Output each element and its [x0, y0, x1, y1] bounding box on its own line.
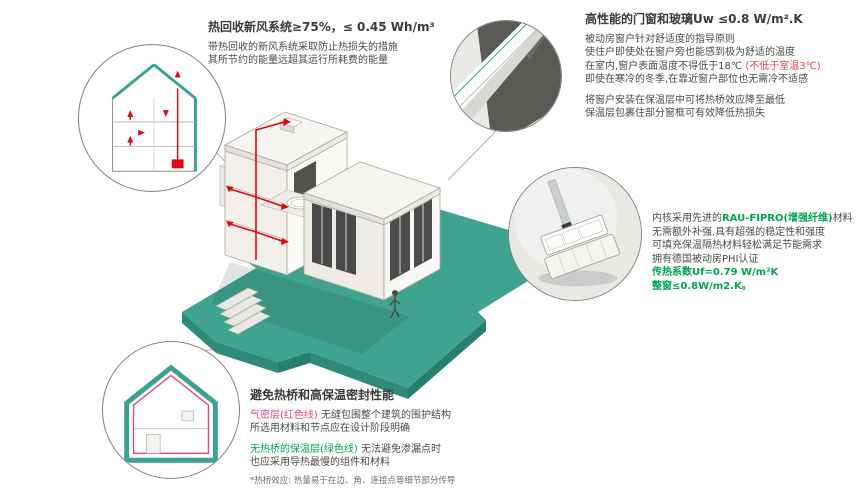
thermal-line-1: 气密层(红色线) 无缝包围整个建筑的围护结构	[250, 409, 451, 421]
red-ventilation-ducts	[226, 118, 291, 260]
windows-line-4: 即使在寒冷的冬季,在靠近窗户部位也无需冷不适感	[585, 74, 809, 86]
person-figure	[389, 290, 401, 319]
stairs	[215, 287, 271, 335]
duct-arrows	[226, 118, 291, 245]
thermal-callout-circle	[102, 341, 240, 479]
thermal-line-4: 也应采用导热最慢的组件和材料	[250, 457, 390, 469]
airflow-arrows	[127, 70, 181, 143]
thermal-bridge-footnote: *热桥效应: 热量易于在边、角、连接点等细节部分传导	[250, 475, 456, 486]
profile-text-block: 内核采用先进的RAU-FIPRO(增强纤维)材料 无需额外补强,具有超强的稳定性…	[652, 212, 865, 293]
window-profile-icon	[509, 168, 641, 300]
windows-line-5: 将窗户安装在保温层中可将热桥效应降至最低	[585, 94, 785, 106]
hrv-line-2: 其所节约的能量远超其运行所耗费的能量	[208, 55, 388, 67]
thermal-title: 避免热桥和高保温密封性能	[250, 388, 395, 402]
profile-line-4: 拥有德国被动房PHI认证	[652, 253, 759, 265]
profile-line-2: 无需额外补强,具有超强的稳定性和强度	[652, 226, 826, 238]
hrv-title: 热回收新风系统≥75%，≤ 0.45 Wh/m³	[208, 20, 435, 34]
window-corner-callout-circle	[450, 20, 562, 132]
windows-text-block: 高性能的门窗和玻璃Uw ≤0.8 W/m².K 被动房窗户针对舒适度的指导原则 …	[585, 12, 860, 121]
windows-title: 高性能的门窗和玻璃Uw ≤0.8 W/m².K	[585, 12, 803, 26]
uw-value: 整窗≤0.8W/m2.K。	[652, 280, 752, 292]
thermal-text-block: 避免热桥和高保温密封性能 气密层(红色线) 无缝包围整个建筑的围护结构 所选用材…	[250, 388, 555, 487]
thermal-line-2: 所选用材料和节点应在设计阶段明确	[250, 423, 410, 435]
window-profile-callout-circle	[508, 167, 642, 301]
airtight-layer-red	[132, 374, 210, 455]
hrv-callout-circle	[78, 44, 226, 192]
windows-line-1: 被动房窗户针对舒适度的指导原则	[585, 33, 735, 45]
window-corner-photo-icon	[451, 21, 561, 131]
temperature-note-red: (不低于室温3℃)	[745, 60, 821, 72]
hrv-duct	[129, 88, 179, 168]
insulated-house-icon	[114, 364, 228, 463]
windows-line-2: 使住户即使处在窗户旁也能感到极为舒适的温度	[585, 47, 795, 59]
hrv-house-section-icon	[111, 63, 197, 172]
windows-line-3: 在室内,窗户表面温度不得低于18℃ (不低于室温3℃)	[585, 60, 821, 72]
leader-line-window-corner	[447, 129, 498, 181]
profile-line-3: 可填充保温隔热材料轻松满足节能需求	[652, 240, 822, 251]
rau-fipro-label: RAU-FIPRO(增强纤维)	[722, 213, 833, 224]
hrv-unit	[171, 159, 184, 169]
thermal-line-3: 无热桥的保温层(绿色线) 无法避免渗漏点时	[250, 443, 441, 455]
insulation-layer-green	[124, 364, 218, 463]
airtight-layer-label: 气密层(红色线)	[250, 409, 318, 421]
uf-value: 传热系数Uf=0.79 W/m²K	[652, 267, 779, 278]
insulation-layer-label: 无热桥的保温层(绿色线)	[250, 443, 358, 455]
windows-line-6: 保温层包裹住部分窗框可有效降低热损失	[585, 108, 765, 120]
hrv-line-1: 带热回收的新风系统采取防止热损失的措施	[208, 41, 398, 53]
glazed-wing	[303, 161, 441, 301]
isometric-house-illustration	[182, 111, 562, 399]
profile-line-1: 内核采用先进的RAU-FIPRO(增强纤维)材料	[652, 213, 853, 224]
hrv-text-block: 热回收新风系统≥75%，≤ 0.45 Wh/m³ 带热回收的新风系统采取防止热损…	[208, 20, 473, 68]
